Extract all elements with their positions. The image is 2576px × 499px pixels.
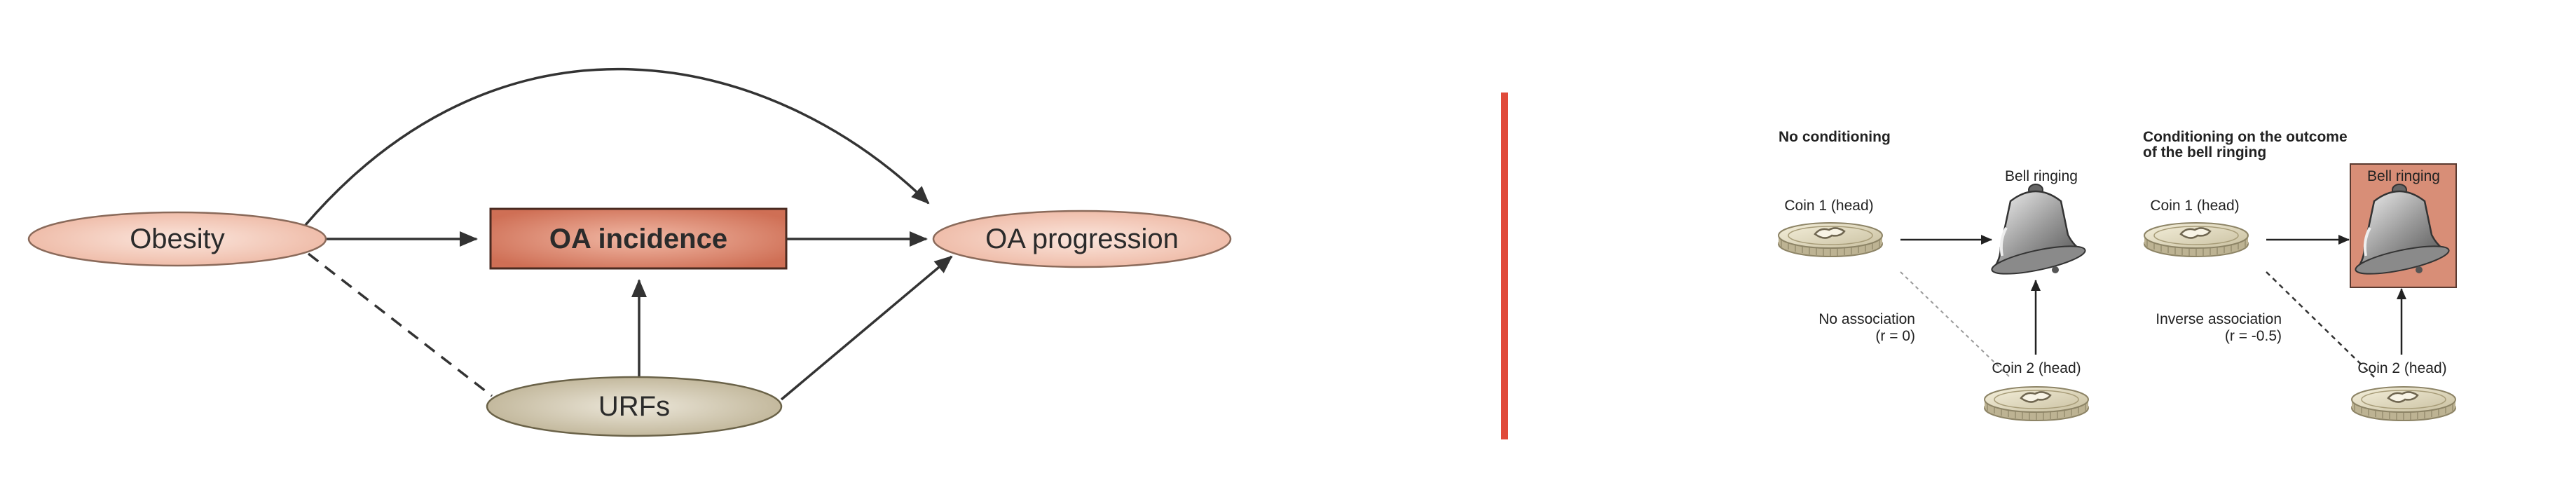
panel-conditioning: Conditioning on the outcome of the bell … xyxy=(2143,129,2457,422)
bell-icon xyxy=(1988,183,2089,281)
edge-obesity-urfs-dashed xyxy=(307,252,493,397)
node-oa-progression-label: OA progression xyxy=(985,224,1179,254)
panel-a-dotted-association xyxy=(1900,271,2012,379)
panel-a-coin1-label: Coin 1 (head) xyxy=(1784,198,1873,214)
node-oa-incidence: OA incidence xyxy=(489,207,788,270)
edge-obesity-to-progression-arc xyxy=(303,67,930,227)
node-obesity-label: Obesity xyxy=(130,224,225,254)
panel-b-heading-line2: of the bell ringing xyxy=(2143,144,2266,160)
coin-icon xyxy=(2143,221,2249,258)
panel-b-coin2-label: Coin 2 (head) xyxy=(2357,360,2446,376)
node-urfs-label: URFs xyxy=(598,391,670,422)
panel-a-r-value: (r = 0) xyxy=(1875,328,1915,344)
node-urfs: URFs xyxy=(486,376,783,437)
panel-b-heading-line1: Conditioning on the outcome xyxy=(2143,129,2348,145)
coin-icon xyxy=(1983,385,2090,422)
panel-b-coin1-label: Coin 1 (head) xyxy=(2150,198,2239,214)
node-oa-progression: OA progression xyxy=(932,210,1232,268)
coin-icon xyxy=(2350,385,2457,422)
coin-icon xyxy=(1777,221,1884,258)
panel-b-bell-label: Bell ringing xyxy=(2367,168,2440,184)
edge-urfs-to-progression xyxy=(780,255,953,401)
node-oa-incidence-label: OA incidence xyxy=(549,224,727,254)
divider-bar xyxy=(1501,93,1508,439)
panel-b-r-value: (r = -0.5) xyxy=(2225,328,2282,344)
panel-no-conditioning: No conditioning Bell ringing Coin 1 (hea… xyxy=(1777,129,2090,422)
panel-a-association-label: No association xyxy=(1818,311,1915,327)
panel-a-bell-label: Bell ringing xyxy=(2005,168,2078,184)
panel-b-dashed-association xyxy=(2266,271,2376,379)
node-obesity: Obesity xyxy=(27,211,327,267)
panel-b-association-label: Inverse association xyxy=(2156,311,2282,327)
panel-a-heading: No conditioning xyxy=(1779,129,1891,145)
panel-a-coin2-label: Coin 2 (head) xyxy=(1992,360,2081,376)
